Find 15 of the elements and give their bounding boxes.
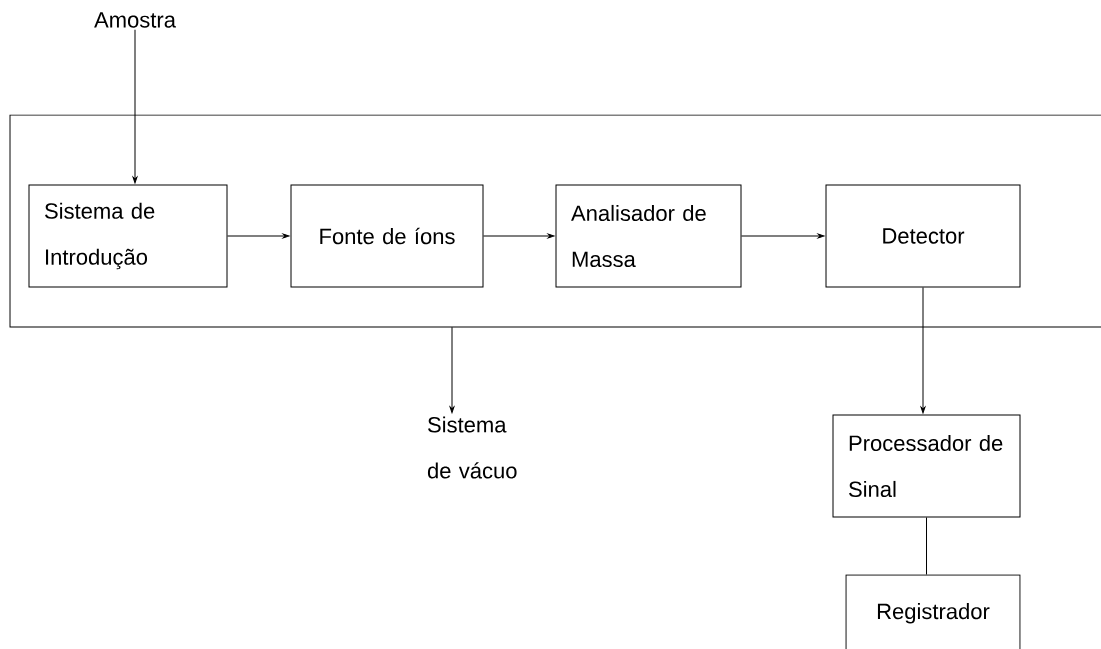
arrow: [227, 233, 290, 239]
arrow: [483, 233, 555, 239]
process-box: Fonte de íons: [290, 184, 484, 288]
arrow: [920, 287, 926, 414]
arrow: [449, 326, 455, 414]
label-text: Sistema de vácuo: [427, 416, 517, 479]
process-box: Registrador: [845, 574, 1021, 649]
process-box: Analisador de Massa: [555, 184, 742, 288]
label-text: Amostra: [94, 12, 176, 28]
vacuum-chamber-band: [9, 114, 1101, 328]
arrow: [741, 233, 825, 239]
process-box: Processador de Sinal: [832, 414, 1021, 518]
process-box: Sistema de Introdução: [28, 184, 228, 288]
arrow: [132, 29, 138, 184]
process-box: Detector: [825, 184, 1021, 288]
